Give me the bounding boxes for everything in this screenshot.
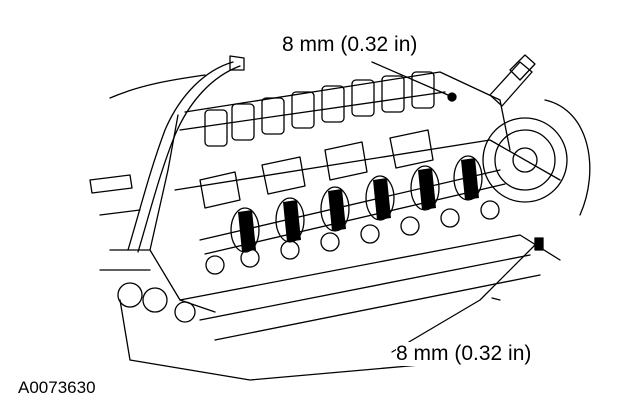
valve-towers-back <box>204 71 435 147</box>
tensioner-bolt <box>489 54 536 107</box>
callout-leader-top <box>371 61 457 102</box>
callout-leader-bottom <box>391 237 544 353</box>
cylinder-head-outline <box>149 71 561 313</box>
bearing-caps <box>199 129 434 209</box>
clearance-callout-bottom: 8 mm (0.32 in) <box>396 342 532 366</box>
cam-sprocket <box>482 99 591 216</box>
clearance-callout-top: 8 mm (0.32 in) <box>282 33 418 57</box>
valve-springs-lower <box>205 200 500 275</box>
engine-block-lower <box>99 234 561 381</box>
figure-id-label: A0073630 <box>18 378 96 397</box>
